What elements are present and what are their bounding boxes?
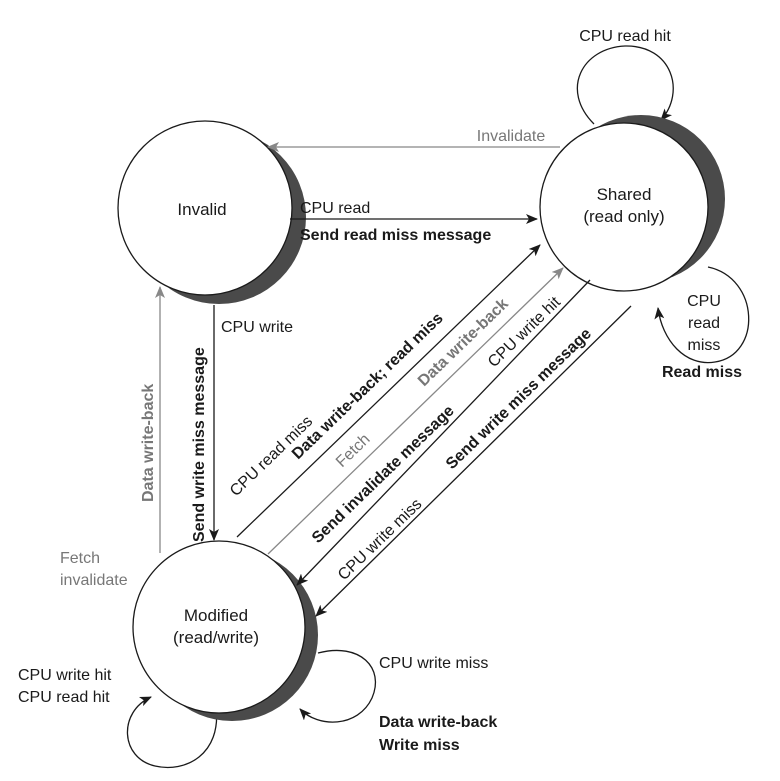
state-modified-label: Modified — [184, 606, 248, 625]
state-modified: Modified (read/write) — [132, 540, 318, 721]
state-modified-circle — [132, 540, 306, 714]
state-shared-label: Shared — [597, 185, 652, 204]
modified-self-loop-right — [299, 649, 377, 723]
label-modified-cpu-write-hit: CPU write hit — [18, 667, 112, 684]
label-invalidate: Invalidate — [477, 128, 546, 145]
label-shared-read-miss-3: miss — [688, 337, 721, 354]
state-invalid-label: Invalid — [177, 200, 226, 219]
label-modified-write-miss: Write miss — [379, 737, 460, 754]
state-shared-sublabel: (read only) — [583, 207, 664, 226]
label-data-write-back-vertical: Data write-back — [140, 384, 157, 502]
state-shared: Shared (read only) — [539, 115, 725, 292]
modified-self-loop-left — [126, 696, 218, 769]
label-read-miss-action: Read miss — [662, 364, 742, 381]
label-modified-data-write-back: Data write-back — [379, 714, 497, 731]
arrow-shared-to-modified-write-hit — [296, 279, 591, 586]
label-send-read-miss: Send read miss message — [300, 227, 491, 244]
label-fetch-invalidate-1: Fetch — [60, 550, 100, 567]
shared-self-loop-right — [654, 266, 750, 364]
label-modified-cpu-write-miss: CPU write miss — [379, 655, 488, 672]
arrow-shared-to-modified-write-miss — [315, 305, 632, 617]
arrow-modified-to-shared-read-miss — [236, 244, 541, 538]
label-fetch-invalidate-2: invalidate — [60, 572, 128, 589]
state-invalid: Invalid — [117, 120, 306, 304]
label-cpu-write: CPU write — [221, 319, 293, 336]
shared-self-loop-top — [576, 45, 674, 125]
label-cpu-read: CPU read — [300, 200, 370, 217]
label-shared-read-miss-2: read — [688, 315, 720, 332]
label-shared-cpu-read-hit: CPU read hit — [579, 28, 671, 45]
label-send-write-miss-vertical: Send write miss message — [191, 347, 208, 542]
label-fetch: Fetch — [333, 431, 374, 471]
label-modified-cpu-read-hit: CPU read hit — [18, 689, 110, 706]
label-shared-read-miss-1: CPU — [687, 293, 721, 310]
state-modified-sublabel: (read/write) — [173, 628, 259, 647]
arrow-modified-to-shared-fetch — [267, 267, 564, 555]
state-shared-circle — [539, 122, 709, 292]
state-invalid-circle — [117, 120, 293, 296]
